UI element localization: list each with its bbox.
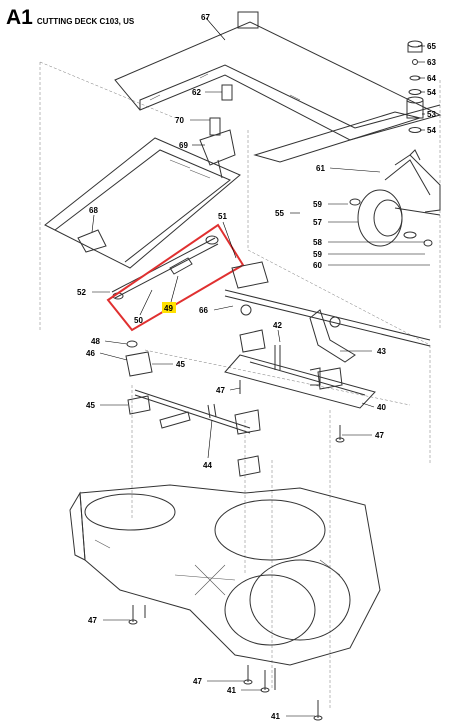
callout-69: 69 xyxy=(179,141,188,150)
callout-61: 61 xyxy=(316,164,325,173)
callout-60: 60 xyxy=(313,261,322,270)
part-bracket-40 xyxy=(224,354,376,409)
callout-48: 48 xyxy=(91,337,100,346)
callout-47-lower-left: 47 xyxy=(88,616,97,625)
callout-70: 70 xyxy=(175,116,184,125)
callout-57: 57 xyxy=(313,218,322,227)
callout-59-upper: 59 xyxy=(313,200,322,209)
callout-41-bottom: 41 xyxy=(271,712,280,721)
callout-51: 51 xyxy=(218,212,227,221)
part-small-plates xyxy=(125,329,343,477)
part-small-brackets xyxy=(199,84,236,179)
callout-65: 65 xyxy=(427,42,436,51)
callout-labels: 67 65 63 64 54 53 54 62 70 69 61 59 55 5… xyxy=(77,13,436,721)
highlight-marker xyxy=(162,302,176,313)
callout-58: 58 xyxy=(313,238,322,247)
part-lift-rod-44 xyxy=(134,389,251,434)
part-mower-deck xyxy=(69,484,381,666)
callout-47-middle: 47 xyxy=(216,386,225,395)
callout-41-left: 41 xyxy=(227,686,236,695)
section-title: CUTTING DECK C103, US xyxy=(36,17,135,26)
callout-55: 55 xyxy=(275,209,284,218)
callout-50: 50 xyxy=(134,316,143,325)
callout-68: 68 xyxy=(89,206,98,215)
part-wheel xyxy=(349,189,441,247)
section-header: A1 CUTTING DECK C103, US xyxy=(6,6,134,32)
callout-54-upper: 54 xyxy=(427,88,436,97)
callout-49: 49 xyxy=(164,304,173,313)
part-bolts xyxy=(128,380,345,721)
callout-62: 62 xyxy=(192,88,201,97)
callout-47-right: 47 xyxy=(375,431,384,440)
callout-43: 43 xyxy=(377,347,386,356)
callout-45-upper: 45 xyxy=(176,360,185,369)
callout-45-lower: 45 xyxy=(86,401,95,410)
callout-63: 63 xyxy=(427,58,436,67)
callout-66: 66 xyxy=(199,306,208,315)
callout-42: 42 xyxy=(273,321,282,330)
callout-leader-lines xyxy=(91,17,430,717)
callout-64: 64 xyxy=(427,74,436,83)
callout-47-bottom: 47 xyxy=(193,677,202,686)
part-front-tube xyxy=(44,137,241,269)
callout-44: 44 xyxy=(203,461,212,470)
part-frame-plate xyxy=(114,11,442,141)
callout-46: 46 xyxy=(86,349,95,358)
part-wheel-hardware-stack xyxy=(406,40,424,133)
callout-67: 67 xyxy=(201,13,210,22)
section-code: A1 xyxy=(6,6,33,29)
highlight-box xyxy=(106,223,245,332)
part-lift-shaft xyxy=(224,261,431,347)
callout-54-lower: 54 xyxy=(427,126,436,135)
callout-40: 40 xyxy=(377,403,386,412)
callout-59-lower: 59 xyxy=(313,250,322,259)
callout-53: 53 xyxy=(427,110,436,119)
part-wheel-bracket xyxy=(253,111,441,213)
callout-52: 52 xyxy=(77,288,86,297)
